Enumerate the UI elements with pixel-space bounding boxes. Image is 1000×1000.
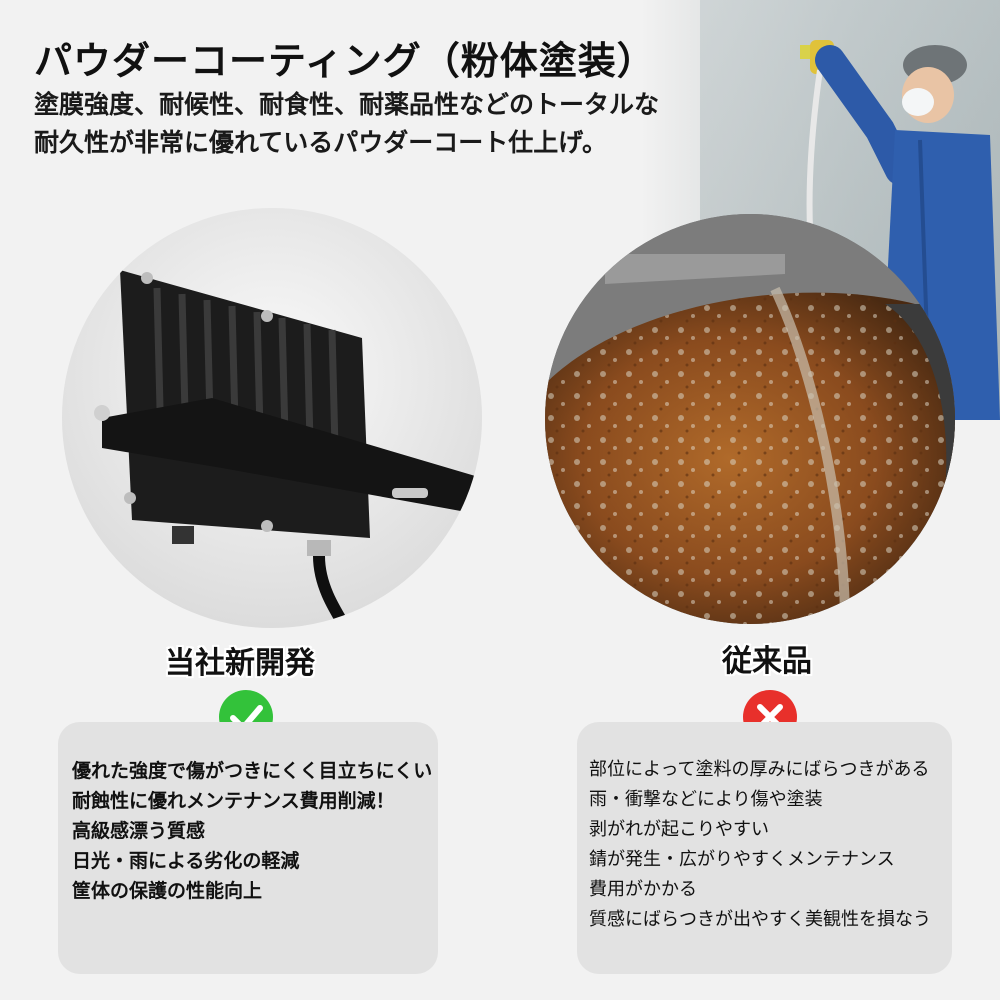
list-item: 耐蝕性に優れメンテナンス費用削減！ — [72, 790, 395, 812]
conventional-drawbacks-card: 部位によって塗料の厚みにばらつきがある 雨・衝撃などにより傷や塗装 剥がれが起こ… — [577, 722, 952, 974]
new-product-label: 当社新開発 — [165, 646, 315, 681]
list-item: 費用がかかる — [589, 879, 697, 900]
new-product-photo — [62, 208, 482, 628]
description-line-2: 耐久性が非常に優れているパウダーコート仕上げ。 — [34, 128, 608, 157]
benefits-list: 優れた強度で傷がつきにくく目立ちにくい 耐蝕性に優れメンテナンス費用削減！ 高級… — [72, 756, 432, 906]
floodlight-illustration — [62, 208, 482, 628]
description: 塗膜強度、耐候性、耐食性、耐薬品性などのトータルな 耐久性が非常に優れているパウ… — [34, 86, 734, 162]
list-item: 日光・雨による劣化の軽減 — [72, 850, 300, 872]
list-item: 錆が発生・広がりやすくメンテナンス — [589, 849, 895, 870]
list-item: 雨・衝撃などにより傷や塗装 — [589, 789, 823, 810]
list-item: 高級感漂う質感 — [72, 820, 206, 842]
list-item: 部位によって塗料の厚みにばらつきがある — [589, 759, 930, 780]
new-product-benefits-card: 優れた強度で傷がつきにくく目立ちにくい 耐蝕性に優れメンテナンス費用削減！ 高級… — [58, 722, 438, 974]
list-item: 筐体の保護の性能向上 — [72, 880, 263, 902]
list-item: 優れた強度で傷がつきにくく目立ちにくい — [72, 760, 433, 782]
drawbacks-list: 部位によって塗料の厚みにばらつきがある 雨・衝撃などにより傷や塗装 剥がれが起こ… — [589, 755, 931, 935]
rusty-metal-illustration — [545, 214, 955, 624]
description-line-1: 塗膜強度、耐候性、耐食性、耐薬品性などのトータルな — [34, 90, 660, 119]
conventional-product-photo — [545, 214, 955, 624]
list-item: 剥がれが起こりやすい — [589, 819, 769, 840]
conventional-product-label: 従来品 — [722, 644, 812, 679]
list-item: 質感にばらつきが出やすく美観性を損なう — [589, 909, 931, 930]
page-title: パウダーコーティング（粉体塗装） — [34, 39, 656, 83]
